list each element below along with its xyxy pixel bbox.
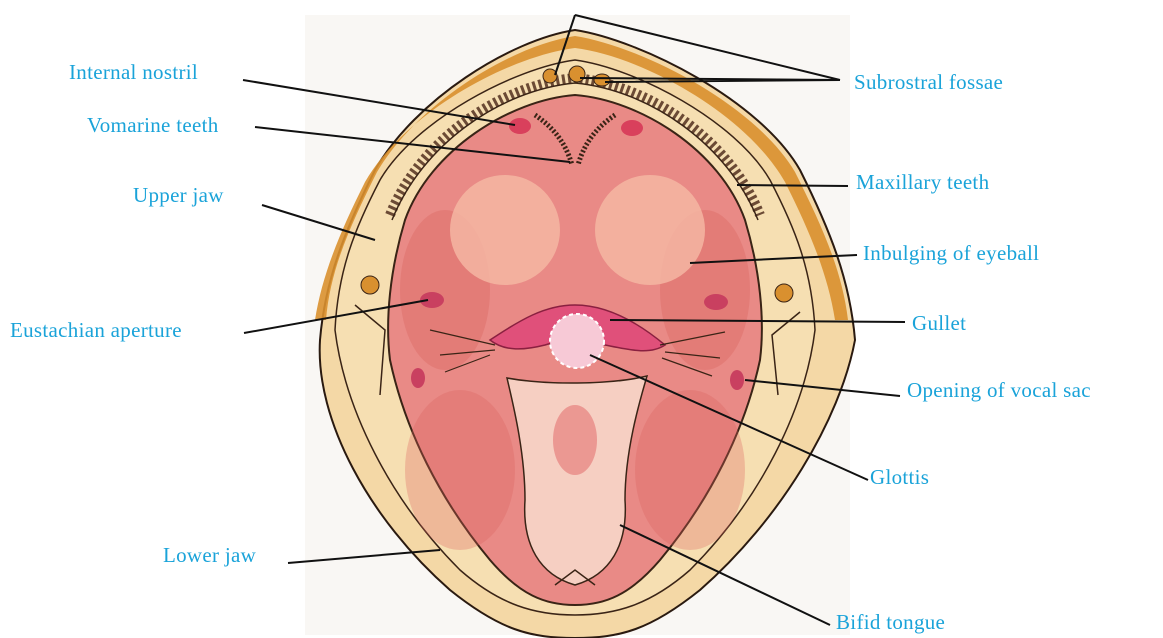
label-opening-of-vocal-sac: Opening of vocal sac xyxy=(907,380,1091,401)
internal-nostril-right xyxy=(621,120,643,136)
eyeball-right xyxy=(595,175,705,285)
label-bifid-tongue: Bifid tongue xyxy=(836,612,945,633)
label-lower-jaw: Lower jaw xyxy=(163,545,256,566)
label-inbulging-of-eyeball: Inbulging of eyeball xyxy=(863,243,1039,264)
glottis xyxy=(550,314,604,368)
label-subrostral-fossae: Subrostral fossae xyxy=(854,72,1003,93)
subrostral-fossa-left xyxy=(543,69,557,83)
leader-maxillary xyxy=(737,185,848,186)
vocal-sac-opening-left xyxy=(411,368,425,388)
eyeball-left xyxy=(450,175,560,285)
label-glottis: Glottis xyxy=(870,467,929,488)
label-upper-jaw: Upper jaw xyxy=(133,185,224,206)
label-eustachian-aperture: Eustachian aperture xyxy=(10,320,182,341)
vocal-sac-opening-right xyxy=(730,370,744,390)
label-vomarine-teeth: Vomarine teeth xyxy=(87,115,219,136)
internal-nostril-left xyxy=(509,118,531,134)
label-gullet: Gullet xyxy=(912,313,966,334)
subrostral-fossa-right xyxy=(594,74,610,86)
eustachian-aperture-right xyxy=(704,294,728,310)
label-maxillary-teeth: Maxillary teeth xyxy=(856,172,989,193)
label-internal-nostril: Internal nostril xyxy=(69,62,198,83)
subrostral-fossa-mid xyxy=(569,66,585,82)
